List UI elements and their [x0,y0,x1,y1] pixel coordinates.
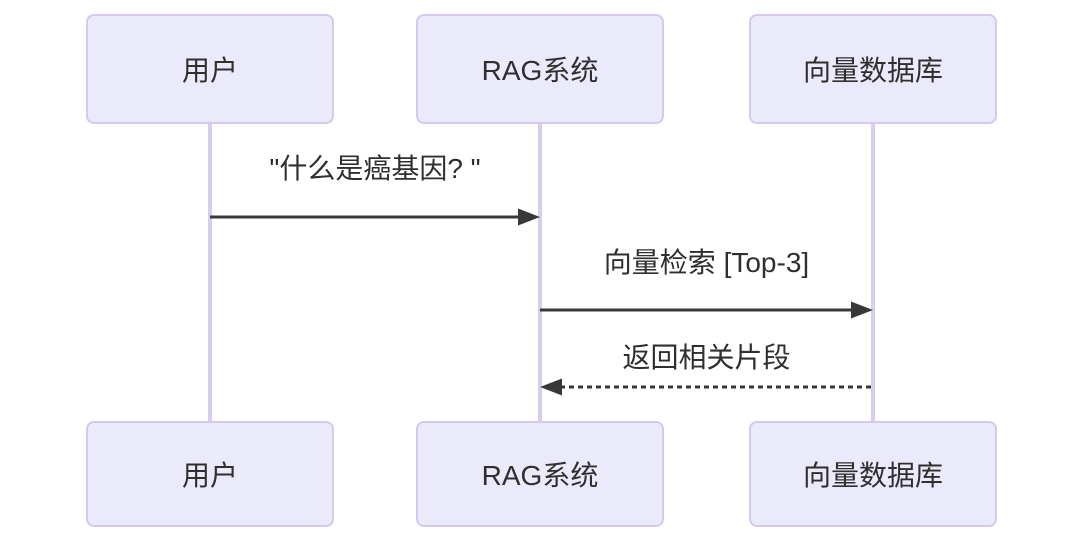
message-arrow-retrieval [540,301,873,319]
actor-top-vector-db: 向量数据库 [749,14,997,124]
message-label-query: "什么是癌基因? " [269,153,481,184]
lifeline-user [208,124,212,421]
actor-label: 用户 [181,460,238,491]
actor-label: 向量数据库 [802,55,943,86]
actor-bottom-vector-db: 向量数据库 [749,421,997,527]
message-label-retrieval: 向量检索 [Top-3] [603,247,810,278]
lifeline-rag-system [538,124,542,421]
actor-label: 用户 [181,55,238,86]
message-label-return: 返回相关片段 [622,342,791,373]
actor-label: RAG系统 [481,55,599,86]
message-arrow-query [210,208,540,226]
actor-bottom-user: 用户 [86,421,334,527]
lifeline-vector-db [871,124,875,421]
actor-label: 向量数据库 [802,460,943,491]
actor-label: RAG系统 [481,460,599,491]
actor-top-user: 用户 [86,14,334,124]
actor-bottom-rag-system: RAG系统 [416,421,664,527]
message-arrow-return [540,378,873,396]
actor-top-rag-system: RAG系统 [416,14,664,124]
